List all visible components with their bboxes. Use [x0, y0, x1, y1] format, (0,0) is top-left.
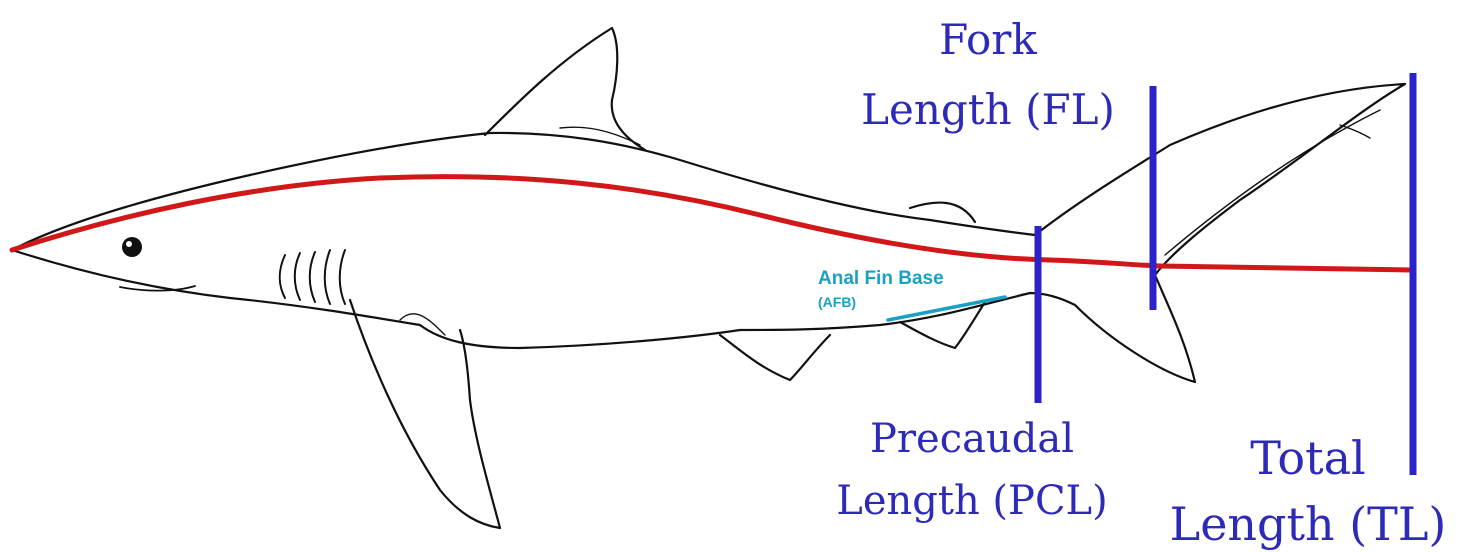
precaudal-length-label-line1: Precaudal: [870, 416, 1074, 462]
caudal-fin-notch: [1340, 125, 1370, 138]
total-length-label-line1: Total: [1250, 431, 1365, 485]
shark-body-outline: [12, 84, 1405, 382]
pectoral-fin: [350, 300, 500, 528]
dorsal-fin: [485, 28, 645, 150]
eye: [122, 237, 142, 257]
body-midline-curve: [12, 177, 1410, 270]
precaudal-length-label-line2: Length (PCL): [836, 478, 1107, 524]
anal-fin-base-label-line2: (AFB): [818, 294, 856, 310]
gill-slits: [280, 250, 345, 304]
total-length-label-line2: Length (TL): [1170, 497, 1447, 551]
anal-fin-base-label-line1: Anal Fin Base: [818, 268, 944, 289]
pectoral-fin-inner: [400, 314, 445, 335]
eye-highlight: [126, 241, 132, 247]
pelvic-fin: [720, 335, 830, 380]
anal-fin-base-line: [888, 297, 1005, 320]
shark-illustration: [12, 28, 1405, 528]
fork-length-label-line2: Length (FL): [861, 85, 1115, 134]
fork-length-label-line1: Fork: [939, 15, 1037, 64]
